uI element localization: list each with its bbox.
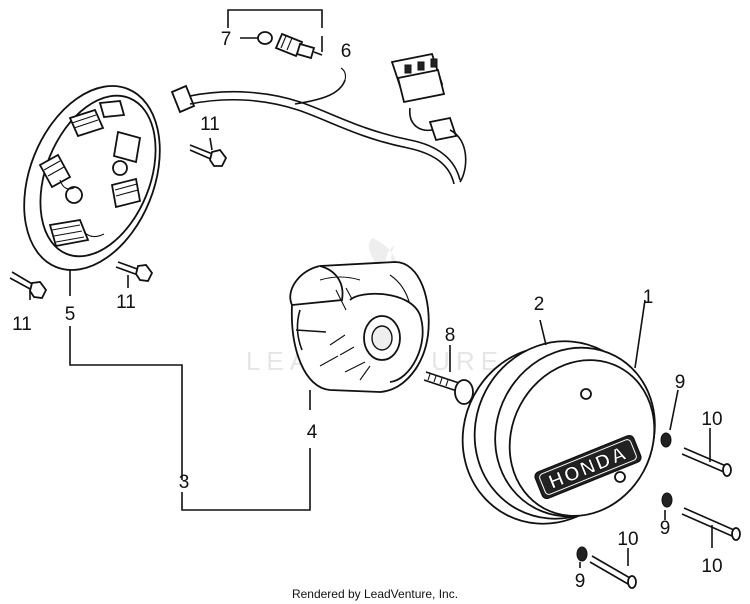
cap-nut-9-a [660,432,672,448]
rotor [289,261,430,393]
callout-9-b: 9 [660,518,671,539]
generator-cover: HONDA [461,340,656,525]
callout-1: 1 [643,287,654,308]
bolt-10-a [681,447,732,477]
cap-nut-9-b [661,492,673,508]
bolt-11-left [9,271,48,299]
leader-lines [29,36,713,568]
bolt-8 [423,371,474,405]
callout-8: 8 [445,325,456,346]
callout-2: 2 [534,294,545,315]
callout-11-left: 11 [12,314,32,335]
callout-11-right: 11 [116,292,136,313]
callout-10-a: 10 [701,409,722,430]
callout-10-b: 10 [701,556,722,577]
bolt-11-top [189,144,228,167]
callout-9-a: 9 [675,372,686,393]
stator-assembly [23,52,467,271]
callout-9-c: 9 [575,571,586,592]
bolt-10-c [589,555,637,589]
neutral-switch [227,9,323,60]
callout-11-top: 11 [200,114,220,135]
callout-10-c: 10 [617,529,638,550]
callout-4: 4 [307,422,318,443]
callout-7: 7 [221,29,232,50]
callout-6: 6 [341,41,352,62]
callout-3: 3 [179,472,190,493]
connector [390,52,467,183]
cap-nut-9-c [576,546,588,562]
bolt-11-right [115,261,154,282]
callout-5: 5 [65,304,76,325]
footer-credit: Rendered by LeadVenture, Inc. [292,587,458,601]
bolt-10-b [681,507,741,541]
